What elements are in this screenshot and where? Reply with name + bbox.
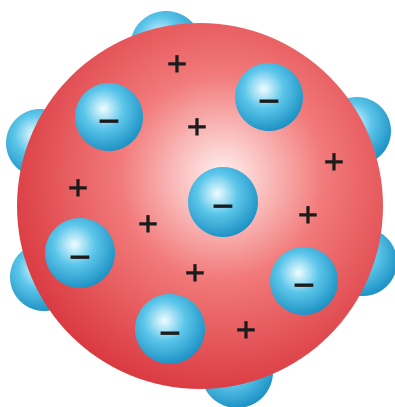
electron-front-2: − [235,63,303,131]
electron-front-5: − [270,247,338,315]
negative-sign: − [96,104,121,139]
negative-sign: − [210,189,235,224]
positive-sign: + [322,145,345,178]
positive-sign: + [296,198,319,231]
positive-sign: + [136,207,159,240]
positive-sign: + [165,47,188,80]
negative-sign: − [256,84,281,119]
electron-front-6: − [135,294,205,364]
positive-sign: + [234,313,257,346]
positive-sign: + [66,171,89,204]
negative-sign: − [157,316,182,351]
negative-sign: − [67,240,92,275]
positive-sign: + [183,256,206,289]
negative-sign: − [291,268,316,303]
electron-front-1: − [75,83,143,151]
positive-sign: + [185,110,208,143]
electron-front-4: − [45,218,115,288]
electron-front-3: − [188,167,258,237]
